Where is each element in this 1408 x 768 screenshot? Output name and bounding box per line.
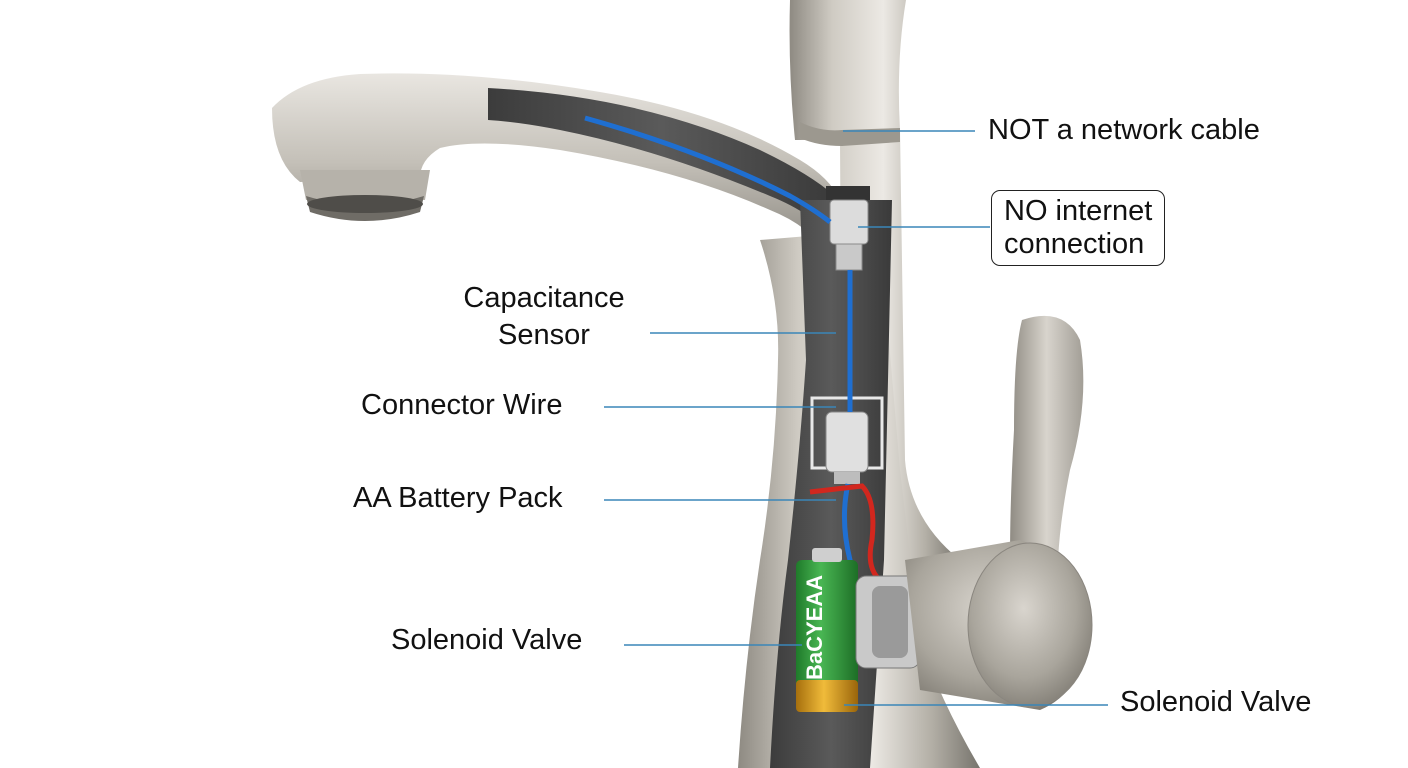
power-wire (809, 483, 882, 582)
top-connector-fitting (826, 186, 870, 271)
label-internet-line1: NO internet (1004, 195, 1153, 227)
label-capacitance-sensor: Capacitance Sensor (440, 282, 648, 352)
label-connector-wire: Connector Wire (361, 389, 563, 421)
solenoid-valve (855, 575, 921, 669)
faucet-handle (905, 315, 1093, 710)
label-solenoid-valve-left: Solenoid Valve (391, 624, 583, 656)
middle-connector (810, 396, 884, 484)
faucet-spout (272, 73, 840, 270)
label-battery-pack: AA Battery Pack (353, 482, 563, 514)
battery-print: BaCYEAA (802, 575, 827, 680)
label-internet-connection: NO internet connection (991, 190, 1166, 266)
battery-cell (796, 548, 858, 712)
label-network-cable: NOT a network cable (988, 114, 1260, 146)
leader-lines (604, 130, 1108, 706)
spout-cutaway (488, 88, 835, 240)
label-capacitance-line1: Capacitance (463, 282, 625, 314)
label-capacitance-line2: Sensor (498, 319, 590, 351)
label-solenoid-valve-right: Solenoid Valve (1120, 686, 1312, 718)
label-internet-line2: connection (1004, 228, 1145, 260)
